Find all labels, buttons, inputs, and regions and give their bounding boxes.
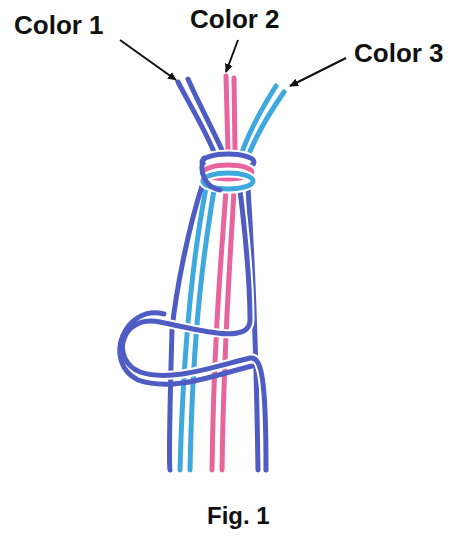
color-label: Color 3 (354, 40, 444, 66)
color-label: Color 1 (14, 12, 104, 38)
loop (120, 190, 266, 470)
figure-caption: Fig. 1 (207, 504, 270, 528)
leader-arrows (120, 40, 346, 86)
color1-top-strands (178, 79, 222, 152)
color3-top-strands (242, 86, 284, 154)
knot (202, 154, 254, 190)
color2-top-strands (226, 76, 235, 152)
color-label: Color 2 (190, 6, 280, 32)
